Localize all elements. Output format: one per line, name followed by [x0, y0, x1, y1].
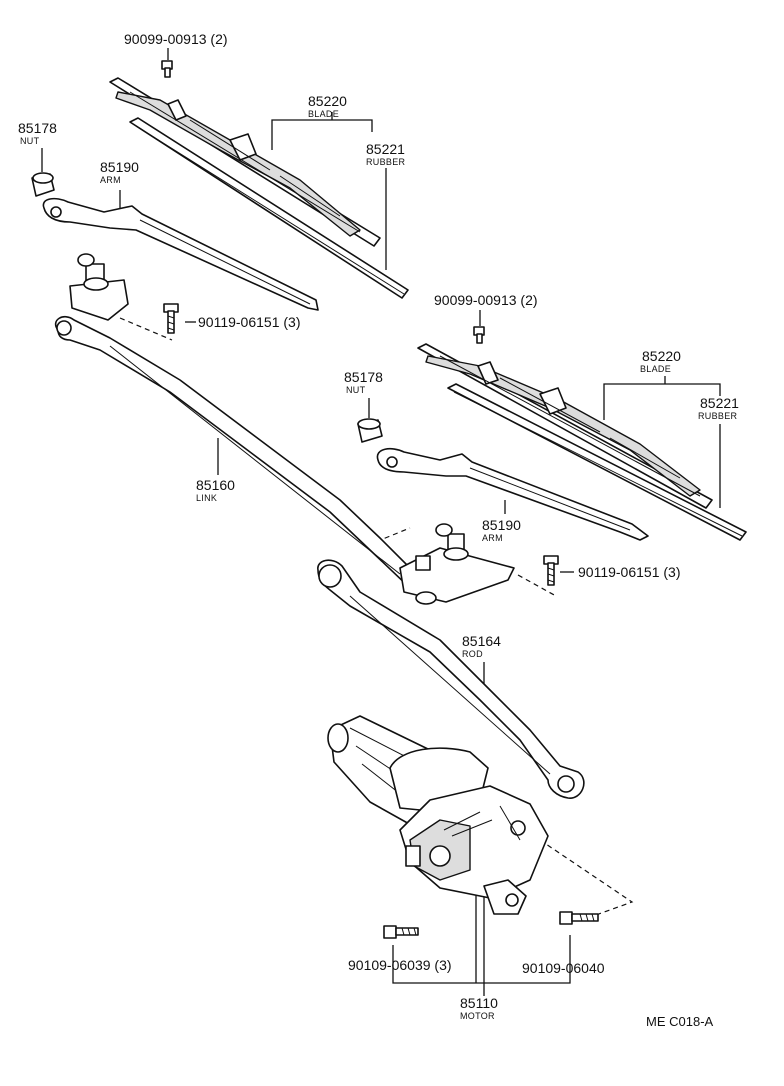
label-bolt-left: 90119-06151 (3) [198, 314, 300, 330]
label-motor-no: 85110 [460, 995, 498, 1011]
label-motor-bolt-right: 90109-06040 [522, 960, 605, 976]
dashed-guides [119, 317, 634, 916]
label-arm-right-name: ARM [482, 533, 503, 543]
arm-left-icon [42, 197, 319, 311]
label-nut-right-name: NUT [346, 385, 366, 395]
screw-top-icon [161, 60, 173, 78]
rubber-left-icon [129, 117, 409, 299]
label-rubber-left-name: RUBBER [366, 157, 406, 167]
screw-mid-icon [473, 326, 485, 344]
nut-left-icon [31, 172, 55, 197]
rod-icon [317, 559, 585, 799]
pivot-left-icon [69, 253, 129, 321]
label-rubber-left-no: 85221 [366, 141, 405, 157]
blade-right-icon [417, 343, 713, 509]
label-arm-left-name: ARM [100, 175, 121, 185]
rubber-right-icon [447, 383, 747, 541]
diagram-code: ME C018-A [646, 1014, 714, 1029]
bolt-right-icon [543, 555, 559, 586]
label-screw-top: 90099-00913 (2) [124, 31, 228, 47]
label-rubber-right-name: RUBBER [698, 411, 738, 421]
label-rod-name: ROD [462, 649, 483, 659]
label-link-no: 85160 [196, 477, 235, 493]
label-motor-bolt-left: 90109-06039 (3) [348, 957, 452, 973]
label-arm-right-no: 85190 [482, 517, 521, 533]
label-nut-left-name: NUT [20, 136, 40, 146]
label-motor-name: MOTOR [460, 1011, 495, 1021]
leader-lines [41, 48, 721, 996]
link-icon [54, 315, 421, 589]
label-blade-left-name: BLADE [308, 109, 339, 119]
blade-left-icon [109, 77, 381, 247]
bolt-left-icon [163, 303, 179, 334]
label-blade-right-name: BLADE [640, 364, 671, 374]
motor-bolt-right-icon [559, 911, 599, 925]
label-rubber-right-no: 85221 [700, 395, 739, 411]
label-blade-left-no: 85220 [308, 93, 347, 109]
label-nut-right-no: 85178 [344, 369, 383, 385]
label-link-name: LINK [196, 493, 217, 503]
pivot-right-icon [399, 523, 515, 605]
label-blade-right-no: 85220 [642, 348, 681, 364]
label-nut-left-no: 85178 [18, 120, 57, 136]
part-labels: 90099-00913 (2) 85220 BLADE 85221 RUBBER… [18, 31, 739, 1029]
label-rod-no: 85164 [462, 633, 501, 649]
arm-right-icon [376, 447, 649, 541]
label-arm-left-no: 85190 [100, 159, 139, 175]
nut-right-icon [357, 418, 383, 443]
label-bolt-right: 90119-06151 (3) [578, 564, 680, 580]
motor-icon [327, 715, 549, 915]
motor-bolt-left-icon [383, 925, 419, 939]
label-screw-mid: 90099-00913 (2) [434, 292, 538, 308]
